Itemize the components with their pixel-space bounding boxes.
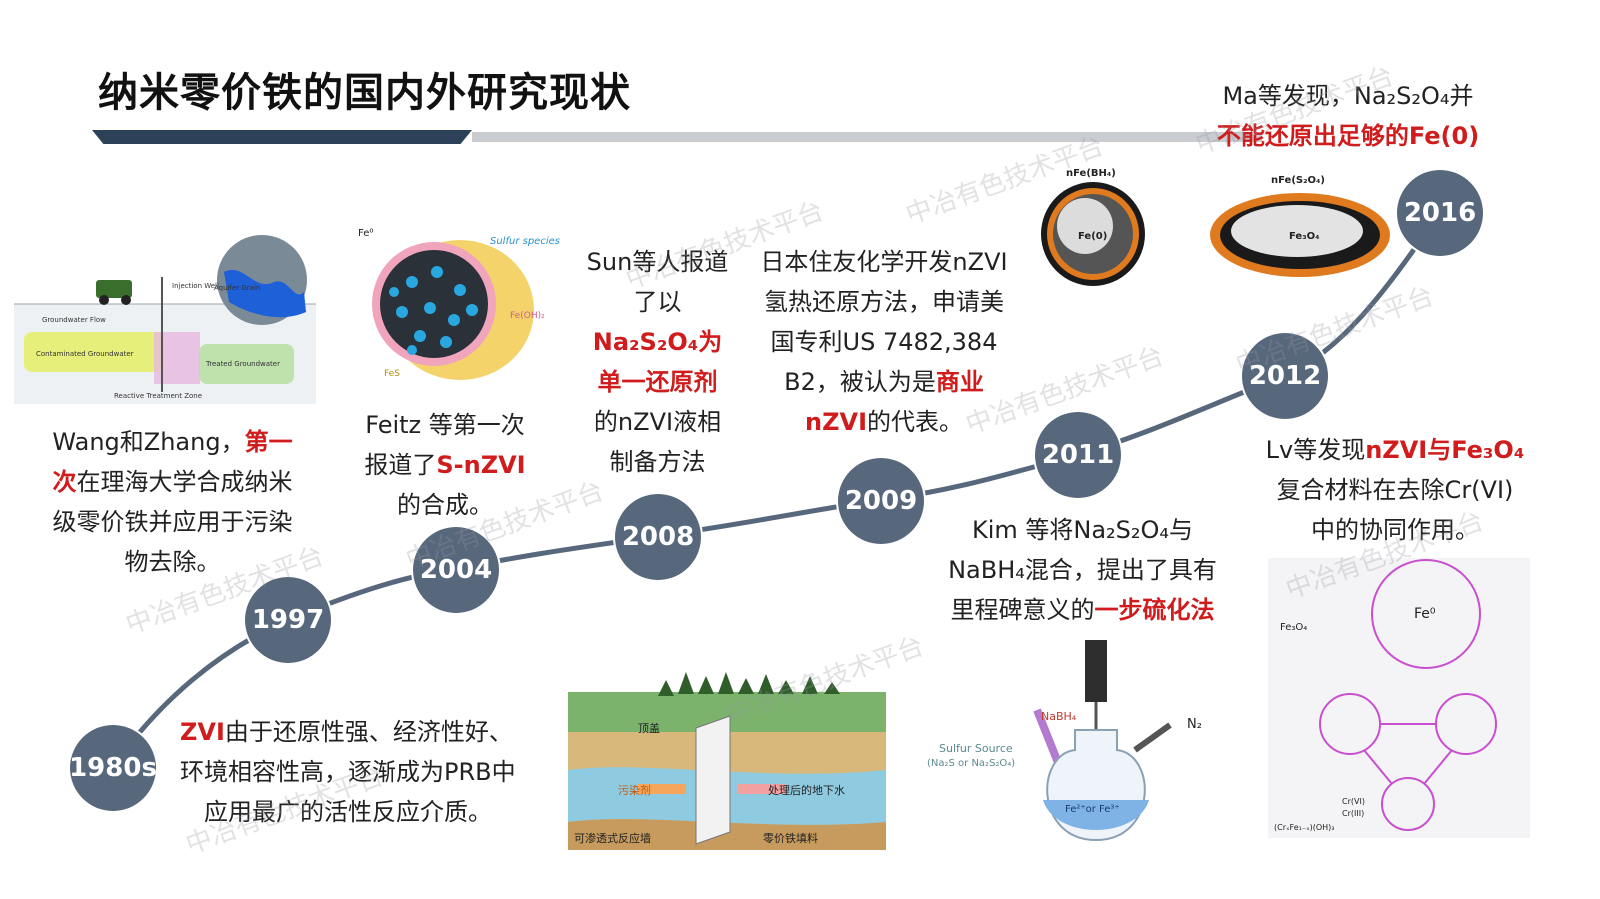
s2o4-label: nFe(S₂O₄) — [1271, 175, 1325, 186]
wall-treated-label: 处理后的地下水 — [768, 783, 845, 797]
event-2009-highlight1: 商业 — [936, 368, 984, 396]
node-1997: 1997 — [245, 577, 331, 663]
event-2008-line3: 的nZVI液相 — [575, 402, 740, 442]
figure-snzvi-particle: Fe⁰ Sulfur species Fe(OH)₂ FeS — [342, 212, 572, 392]
bh4-core-label: Fe(0) — [1078, 231, 1107, 242]
snzvi-fes-label: FeS — [384, 369, 400, 379]
bh4-label: nFe(BH₄) — [1066, 168, 1116, 179]
node-2009: 2009 — [838, 458, 924, 544]
event-1997-line2: 在理海大学合成纳米 — [77, 468, 293, 496]
event-2011-highlight: 一步硫化法 — [1095, 596, 1215, 624]
event-2008-line2: 了以 — [575, 282, 740, 322]
event-2009-line4: B2，被认为是 — [784, 368, 936, 396]
prb-zone-label: Reactive Treatment Zone — [114, 392, 202, 400]
wall-fill-label: 零价铁填料 — [763, 831, 818, 845]
event-1997-highlight1: 第一 — [245, 428, 293, 456]
flask-source-label: Sulfur Source — [939, 742, 1013, 755]
event-2009-text: 日本住友化学开发nZVI 氢热还原方法，申请美 国专利US 7482,384 B… — [748, 242, 1020, 442]
prb-well-label: Injection Well — [172, 282, 219, 290]
comp-crvi-label: Cr(VI) — [1342, 797, 1365, 806]
event-2008-line4: 制备方法 — [575, 442, 740, 482]
event-2004-highlight: S-nZVI — [436, 451, 525, 479]
event-2012-highlight: nZVI与Fe₃O₄ — [1365, 436, 1524, 464]
event-2004-text: Feitz 等第一次 报道了S-nZVI 的合成。 — [340, 405, 550, 525]
event-1980s-line2: 环境相容性高，逐渐成为PRB中 — [180, 752, 516, 792]
event-2016-text: Ma等发现，Na₂S₂O₄并 不能还原出足够的Fe(0) — [1198, 76, 1498, 156]
event-2011-text: Kim 等将Na₂S₂O₄与 NaBH₄混合，提出了具有 里程碑意义的一步硫化法 — [930, 510, 1235, 630]
node-2011: 2011 — [1035, 412, 1121, 498]
prb-flow-label: Groundwater Flow — [42, 316, 106, 324]
flask-n2-label: N₂ — [1187, 717, 1202, 732]
event-1980s-highlight: ZVI — [180, 718, 225, 746]
comp-crfe-label: (CrₓFe₁₋ₓ)(OH)₃ — [1274, 823, 1335, 832]
figure-reactive-wall: 顶盖 污染剂 处理后的地下水 可渗透式反应墙 零价铁填料 — [568, 672, 886, 850]
node-2016: 2016 — [1397, 170, 1483, 256]
event-2004-line2: 报道了 — [364, 451, 436, 479]
figure-nfe-s2o4: nFe(S₂O₄) Fe₃O₄ — [1205, 165, 1395, 280]
event-2012-line1: Lv等发现 — [1266, 436, 1366, 464]
node-2008: 2008 — [615, 494, 701, 580]
event-1997-line4: 物去除。 — [30, 542, 315, 582]
event-2011-line2: NaBH₄混合，提出了具有 — [930, 550, 1235, 590]
snzvi-feoh-label: Fe(OH)₂ — [510, 311, 545, 321]
prb-aquifer-label: Aquifer Grain — [214, 284, 260, 292]
event-2011-line1: Kim 等将Na₂S₂O₄与 — [930, 510, 1235, 550]
event-2008-text: Sun等人报道 了以 Na₂S₂O₄为 单一还原剂 的nZVI液相 制备方法 — [575, 242, 740, 482]
event-2012-text: Lv等发现nZVI与Fe₃O₄ 复合材料在去除Cr(VI) 中的协同作用。 — [1245, 430, 1545, 550]
figure-nfe-bh4: nFe(BH₄) Fe(0) — [1030, 160, 1160, 290]
flask-ions-label: Fe²⁺or Fe³⁺ — [1065, 804, 1120, 815]
event-2009-line3: 国专利US 7482,384 — [748, 322, 1020, 362]
wall-pollutant-label: 污染剂 — [618, 783, 651, 797]
comp-fe0-label: Fe⁰ — [1414, 606, 1436, 622]
wall-wall-label: 可渗透式反应墙 — [574, 831, 651, 845]
event-2012-line3: 中的协同作用。 — [1245, 510, 1545, 550]
event-1997-text: Wang和Zhang，第一 次在理海大学合成纳米 级零价铁并应用于污染 物去除。 — [30, 422, 315, 582]
event-2009-line5: 的代表。 — [867, 408, 963, 436]
node-2012: 2012 — [1242, 333, 1328, 419]
figure-prb-groundwater: Injection Well Aquifer Grain Groundwater… — [14, 232, 316, 404]
figure-flask-setup: NaBH₄ N₂ Sulfur Source (Na₂S or Na₂S₂O₄)… — [925, 640, 1225, 850]
comp-criii-label: Cr(III) — [1342, 809, 1364, 818]
event-1997-highlight2: 次 — [53, 468, 77, 496]
event-2009-line2: 氢热还原方法，申请美 — [748, 282, 1020, 322]
event-2009-line1: 日本住友化学开发nZVI — [748, 242, 1020, 282]
wall-cover-label: 顶盖 — [638, 721, 660, 735]
comp-fe3o4-label: Fe₃O₄ — [1280, 622, 1307, 633]
prb-treated-label: Treated Groundwater — [205, 360, 280, 368]
flask-source2-label: (Na₂S or Na₂S₂O₄) — [927, 758, 1015, 769]
event-2016-highlight: 不能还原出足够的Fe(0) — [1198, 116, 1498, 156]
figure-composite: Fe⁰ Fe₃O₄ Cr(VI) Cr(III) (CrₓFe₁₋ₓ)(OH)₃ — [1268, 558, 1530, 838]
node-1980s: 1980s — [70, 725, 156, 811]
s2o4-core-label: Fe₃O₄ — [1289, 231, 1319, 242]
node-2004: 2004 — [413, 527, 499, 613]
event-2008-highlight2: 单一还原剂 — [575, 362, 740, 402]
event-2004-line1: Feitz 等第一次 — [340, 405, 550, 445]
event-2011-line3: 里程碑意义的 — [951, 596, 1095, 624]
event-2004-line3: 的合成。 — [340, 485, 550, 525]
event-2016-line1: Ma等发现，Na₂S₂O₄并 — [1198, 76, 1498, 116]
event-1980s-text: ZVI由于还原性强、经济性好、 环境相容性高，逐渐成为PRB中 应用最广的活性反… — [180, 712, 516, 832]
prb-contam-label: Contaminated Groundwater — [36, 350, 134, 358]
event-2008-line1: Sun等人报道 — [575, 242, 740, 282]
event-2009-highlight2: nZVI — [805, 408, 867, 436]
event-2012-line2: 复合材料在去除Cr(VI) — [1245, 470, 1545, 510]
event-1997-line3: 级零价铁并应用于污染 — [30, 502, 315, 542]
event-1980s-line3: 应用最广的活性反应介质。 — [180, 792, 516, 832]
event-2008-highlight1: Na₂S₂O₄为 — [575, 322, 740, 362]
event-1997-line1: Wang和Zhang， — [52, 428, 244, 456]
snzvi-sulfur-label: Sulfur species — [490, 236, 560, 247]
event-1980s-line1: 由于还原性强、经济性好、 — [225, 718, 513, 746]
flask-nabh4-label: NaBH₄ — [1041, 710, 1077, 723]
snzvi-fe0-label: Fe⁰ — [358, 228, 373, 239]
